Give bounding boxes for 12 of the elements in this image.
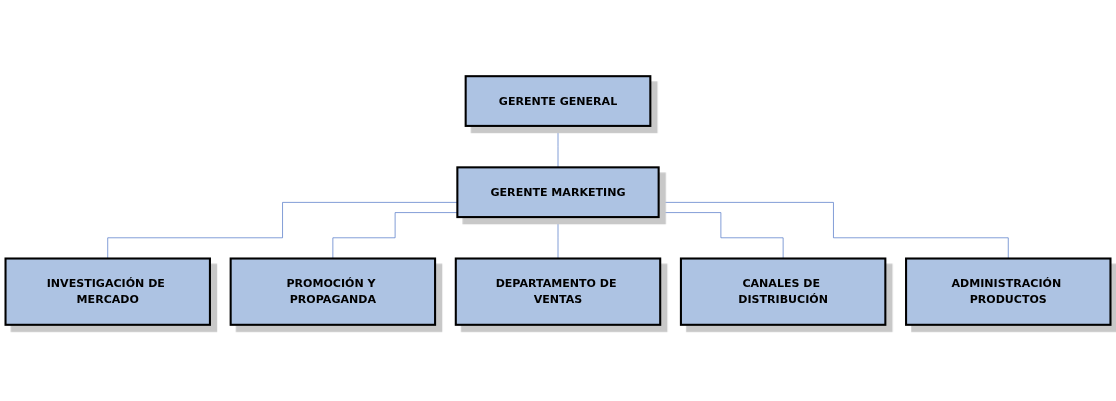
node-box: ADMINISTRACIÓN PRODUCTOS <box>905 257 1112 326</box>
connector <box>557 125 559 168</box>
node-box: GERENTE MARKETING <box>456 166 660 219</box>
node-box: PROMOCIÓN Y PROPAGANDA <box>229 257 437 326</box>
connector <box>658 202 1009 259</box>
node-box: DEPARTAMENTO DE VENTAS <box>454 257 662 326</box>
node-box: INVESTIGACIÓN DE MERCADO <box>4 257 211 326</box>
connector <box>332 212 458 259</box>
node-box: GERENTE GENERAL <box>464 75 652 127</box>
node-box: CANALES DE DISTRIBUCIÓN <box>679 257 887 326</box>
connector <box>107 202 458 259</box>
connector <box>658 212 784 259</box>
